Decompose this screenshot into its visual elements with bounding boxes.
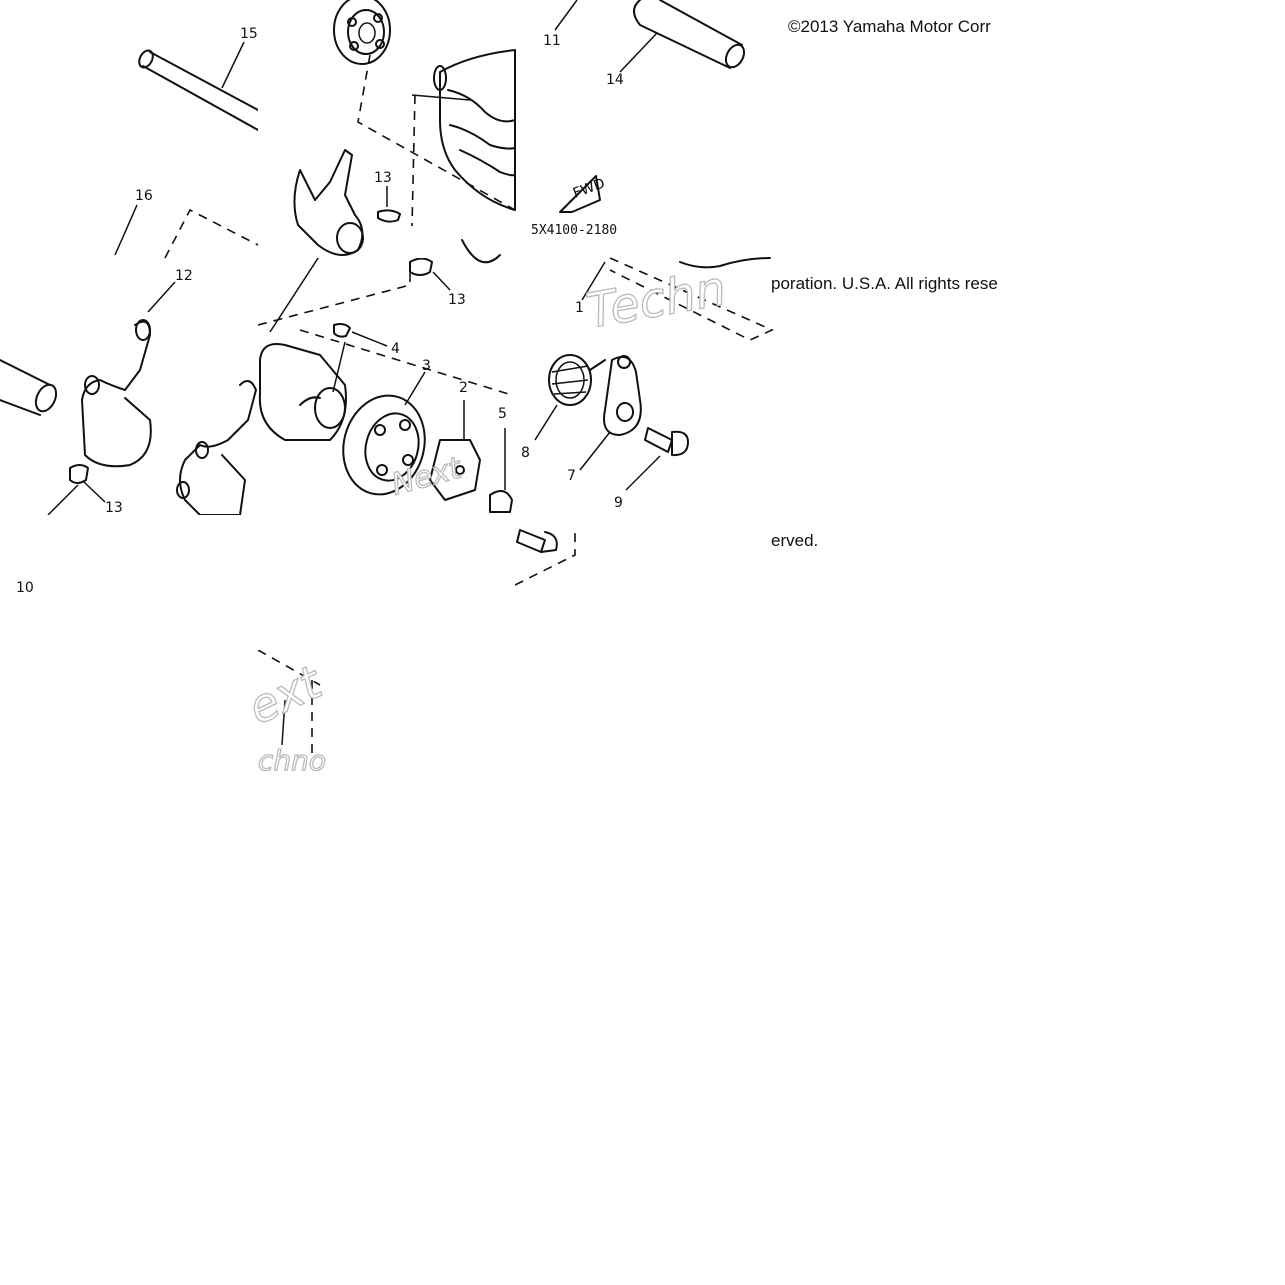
bolt-9: [644, 427, 689, 457]
callout-8: 8: [521, 445, 530, 461]
copyright-line-3: erved.: [771, 531, 818, 550]
guide-bar-14: [633, 0, 746, 69]
callout-9: 9: [614, 495, 623, 511]
copyright-line-2: poration. U.S.A. All rights rese: [771, 274, 998, 293]
torsion-spring-8: [548, 354, 606, 406]
watermark-chno: chno: [258, 744, 326, 777]
callout-1: 1: [575, 300, 584, 316]
guide-bar-15: [138, 49, 259, 131]
lever-7: [603, 355, 642, 436]
watermark-next: Next: [388, 450, 466, 502]
fwd-mark: FWD: [559, 175, 607, 213]
callout-2: 2: [459, 380, 468, 396]
callout-16: 16: [135, 188, 153, 204]
callout-13c: 13: [105, 500, 123, 516]
callout-labels: 15 11 14 13 16 12 13 4 3 2 5 8 7 9 13 10…: [16, 26, 624, 596]
copyright-line-1: ©2013 Yamaha Motor Corr: [788, 17, 991, 36]
callout-15: 15: [240, 26, 258, 42]
callout-12: 12: [175, 268, 193, 284]
mask-block-b: [0, 515, 258, 772]
callout-10: 10: [16, 580, 34, 596]
svg-text:FWD: FWD: [571, 176, 607, 202]
callout-11: 11: [543, 33, 561, 49]
shift-fork-left: [176, 380, 257, 516]
part-code: 5X4100-2180: [531, 223, 617, 238]
mask-block-a: [258, 0, 515, 258]
shift-cam: [258, 343, 347, 441]
shift-fork-12: [81, 319, 152, 468]
callout-13a: 13: [374, 170, 392, 186]
visible-top-segment: [293, 0, 516, 264]
callout-7: 7: [567, 468, 576, 484]
stopper-lever: [429, 439, 513, 513]
bearing-3: [342, 394, 426, 496]
screw: [516, 529, 558, 553]
callout-14: 14: [606, 72, 624, 88]
callout-3: 3: [422, 358, 431, 374]
mask-block-c: [258, 515, 515, 650]
callout-13b: 13: [448, 292, 466, 308]
watermark-techn: Techn: [582, 260, 730, 339]
callout-5: 5: [498, 406, 507, 422]
callout-4: 4: [391, 341, 400, 357]
